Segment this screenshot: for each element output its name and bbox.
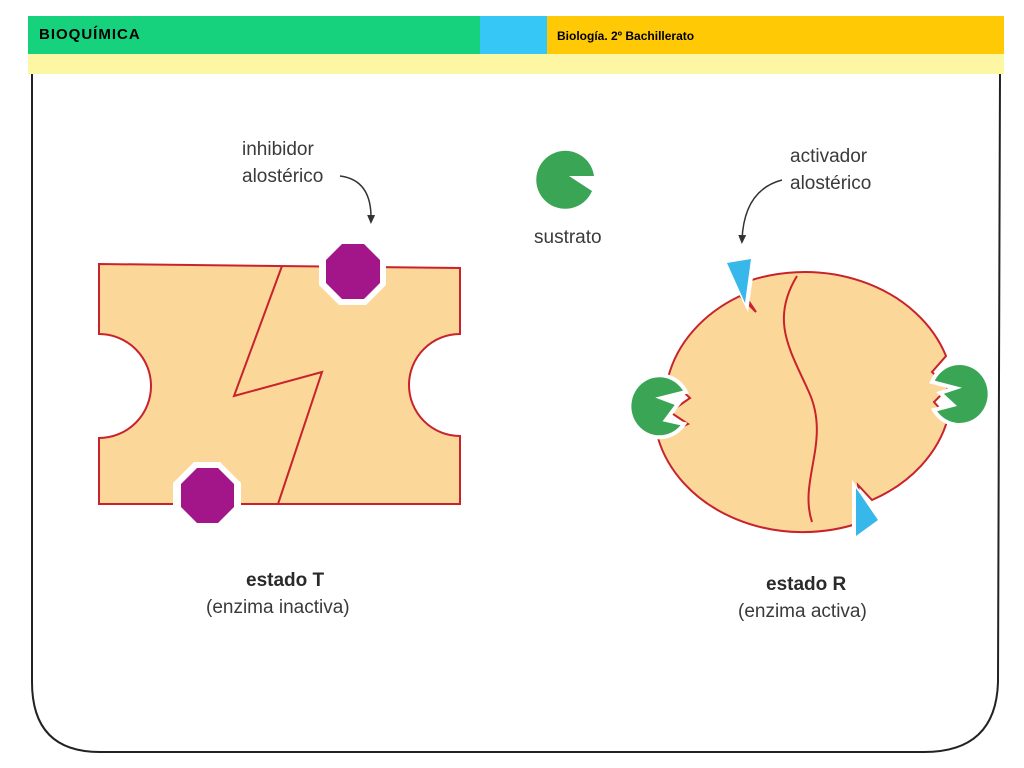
state-r-subtitle: (enzima activa) <box>738 601 867 622</box>
slide-border <box>31 73 1001 753</box>
activator-label-line1: activador <box>790 146 868 167</box>
header-yellow-block: Biología. 2º Bachillerato <box>547 16 1004 54</box>
activator-top-triangle <box>727 259 751 303</box>
inhibitor-label-line2: alostérico <box>242 166 323 187</box>
slide-header: BIOQUÍMICA Biología. 2º Bachillerato <box>28 16 1004 54</box>
header-title: BIOQUÍMICA <box>39 26 141 43</box>
state-r-enzyme-body <box>656 270 950 534</box>
header-green-block: BIOQUÍMICA <box>28 16 480 54</box>
state-t-subunit-divider <box>232 265 324 505</box>
activator-label-line2: alostérico <box>790 173 871 194</box>
activator-arrow <box>738 179 783 244</box>
substrate-right <box>929 360 992 427</box>
substrate-left <box>627 373 689 440</box>
state-r-subunit-divider <box>782 275 818 523</box>
state-t-subtitle: (enzima inactiva) <box>206 597 350 618</box>
activator-bottom-triangle <box>856 488 878 536</box>
state-t-enzyme <box>98 238 461 530</box>
header-strip <box>28 54 1004 74</box>
state-r-enzyme <box>627 256 992 540</box>
header-subtitle: Biología. 2º Bachillerato <box>557 29 695 43</box>
inhibitor-top-octagon <box>326 244 380 299</box>
state-t-title: estado T <box>246 570 325 591</box>
substrate-label: sustrato <box>534 227 602 248</box>
inhibitor-label-line1: inhibidor <box>242 139 314 160</box>
inhibitor-bottom-octagon <box>181 468 234 523</box>
inhibitor-arrow <box>339 175 376 224</box>
substrate-icon <box>536 150 594 209</box>
header-blue-block <box>480 16 547 54</box>
state-r-title: estado R <box>766 574 847 595</box>
